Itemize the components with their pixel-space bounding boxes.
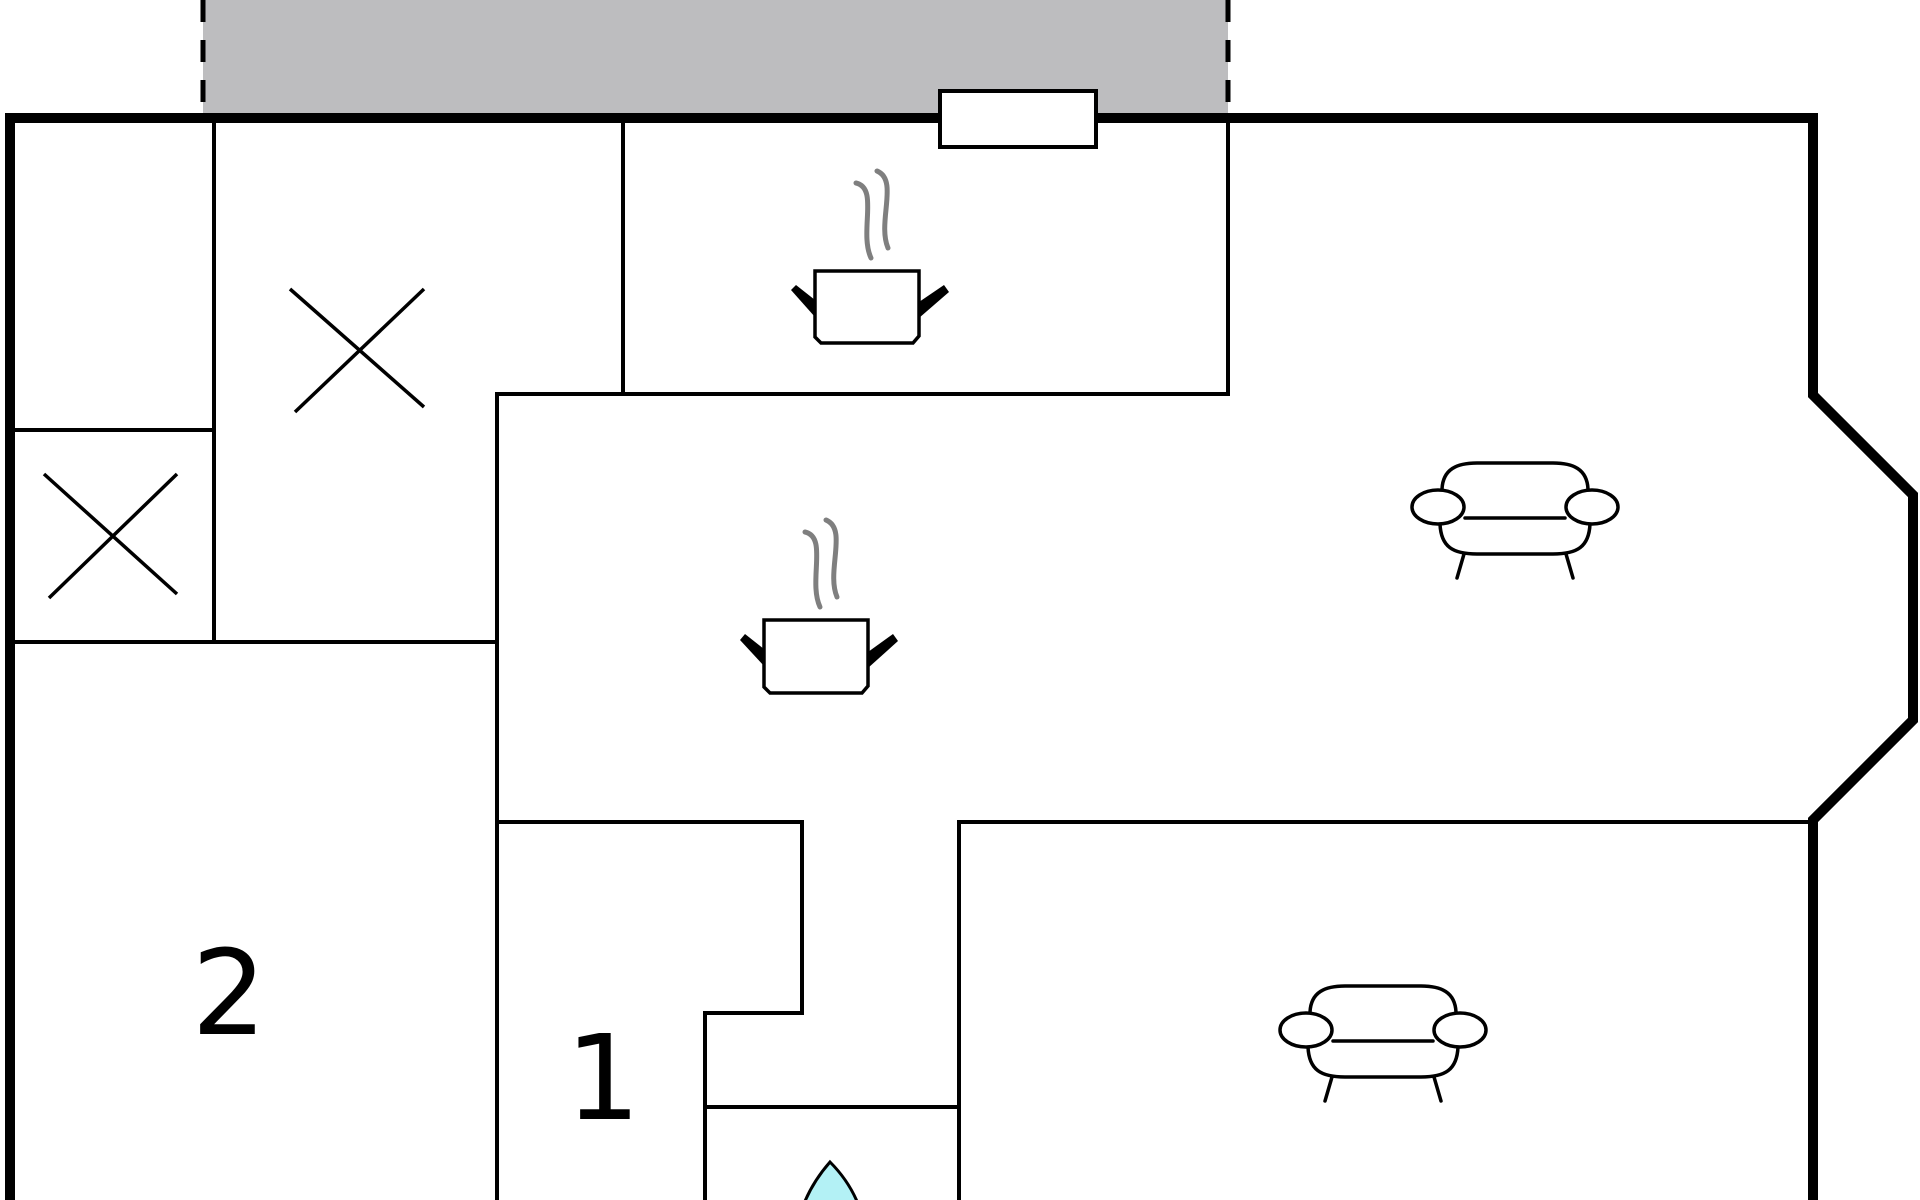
room-number-2: 2 (191, 924, 266, 1062)
kitchen-pot-icon (740, 517, 898, 695)
interior-walls (10, 118, 1813, 1200)
window (938, 89, 1098, 149)
room-number-1: 1 (565, 1009, 640, 1147)
outer-wall (5, 113, 1918, 1200)
fireplace-flame-icon (803, 1159, 859, 1200)
sofa-icon (1278, 984, 1488, 1103)
toilet-cross-icon (42, 472, 179, 600)
sofa-icon (1410, 461, 1620, 580)
bathroom-cross-icon (288, 287, 426, 414)
kitchen-pot-icon (791, 168, 949, 345)
